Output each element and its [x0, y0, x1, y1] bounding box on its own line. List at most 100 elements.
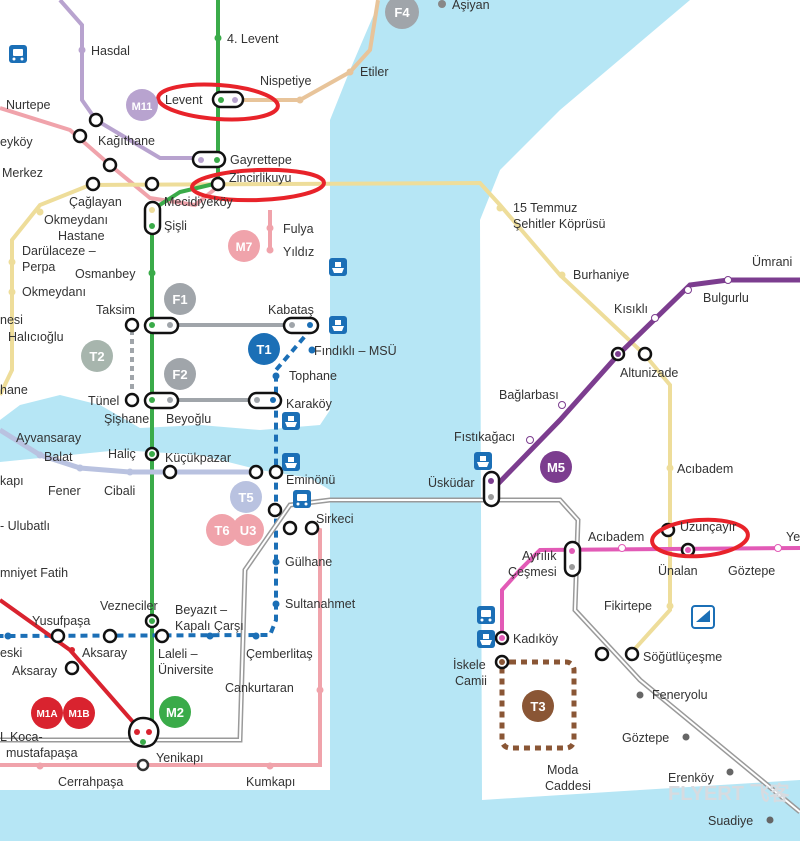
badge-t6: T6 [214, 523, 229, 538]
land-asia [480, 0, 800, 800]
badge-m11: M11 [132, 101, 153, 113]
line-marmaray-inner [0, 499, 800, 813]
label-halic: Haliç [108, 447, 136, 461]
label-merkez: Merkez [2, 166, 43, 180]
line-t1 [0, 326, 314, 638]
label-eski: eski [0, 646, 22, 660]
label-cankurtaran: Cankurtaran [225, 681, 294, 695]
label-okmeydani-hastane-2: Hastane [58, 229, 105, 243]
label-goztepe-m4: Göztepe [728, 564, 775, 578]
ferry-icon [282, 453, 300, 471]
bus-terminal-icon [477, 606, 495, 624]
label-beyazit-1: Beyazıt – [175, 603, 227, 617]
label-ulubatli: - Ulubatlı [0, 519, 50, 533]
label-umraniye: Ümrani [752, 255, 792, 269]
label-cemberlitas: Çemberlitaş [246, 647, 313, 661]
station-dots [4, 34, 782, 824]
location-pin-icon [438, 0, 446, 8]
label-aksaray: Aksaray [12, 664, 58, 678]
label-findikli: Fındıklı – MSÜ [314, 344, 397, 358]
interchange-stations [50, 90, 696, 748]
bus-terminal-icon [293, 490, 311, 508]
label-bulgurlu: Bulgurlu [703, 291, 749, 305]
label-kadikoy: Kadıköy [513, 632, 559, 646]
label-unalan: Ünalan [658, 564, 698, 578]
label-mecidiyekoy: Mecidiyeköy [164, 195, 234, 209]
label-caglayan: Çağlayan [69, 195, 122, 209]
label-nurtepe: Nurtepe [6, 98, 51, 112]
label-tunel: Tünel [88, 394, 119, 408]
label-ayvansaray: Ayvansaray [16, 431, 82, 445]
badge-t5: T5 [238, 490, 253, 505]
label-vezneciler: Vezneciler [100, 599, 158, 613]
badge-t3: T3 [530, 699, 545, 714]
label-iskele-1: İskele [453, 658, 486, 672]
label-sultanahmet: Sultanahmet [285, 597, 356, 611]
label-kisikli: Kısıklı [614, 302, 648, 316]
label-eykoy: eyköy [0, 135, 33, 149]
label-nesi: nesi [0, 313, 23, 327]
badge-m1b: M1B [68, 709, 89, 720]
line-m11 [58, 0, 218, 160]
label-gayrettepe: Gayrettepe [230, 153, 292, 167]
line-m4 [500, 546, 800, 640]
label-4-levent: 4. Levent [227, 32, 279, 46]
label-zincirlikuyu: Zincirlikuyu [229, 171, 292, 185]
label-sirkeci: Sirkeci [316, 512, 354, 526]
label-acibadem-m5: Acıbadem [677, 462, 733, 476]
label-koca-2: mustafapaşa [6, 746, 78, 760]
badge-m7: M7 [236, 240, 253, 254]
label-sogutlucesme: Söğütlüçeşme [643, 650, 722, 664]
badge-m5: M5 [547, 460, 565, 475]
label-burhaniye: Burhaniye [573, 268, 629, 282]
label-hane: hane [0, 383, 28, 397]
label-kumkapi: Kumkapı [246, 775, 295, 789]
badge-f4: F4 [394, 5, 410, 20]
ferry-icon [329, 316, 347, 334]
label-nispetiye: Nispetiye [260, 74, 311, 88]
bus-terminal-icon [9, 45, 27, 63]
label-baglarbasi: Bağlarbası [499, 388, 559, 402]
label-yildiz: Yıldız [283, 245, 314, 259]
label-kabatas: Kabataş [268, 303, 314, 317]
label-yenikapi: Yenikapı [156, 751, 204, 765]
label-fistikagaci: Fıstıkağacı [454, 430, 515, 444]
label-aksaray-t1: Aksaray [82, 646, 128, 660]
label-sisli: Şişli [164, 219, 187, 233]
label-kagithane: Kağıthane [98, 134, 155, 148]
label-15-temmuz-1: 15 Temmuz [513, 201, 577, 215]
label-etiler: Etiler [360, 65, 388, 79]
label-asiyan: Aşiyan [452, 0, 490, 12]
badge-t1: T1 [256, 342, 271, 357]
label-kucukpazar: Küçükpazar [165, 451, 231, 465]
label-moda-2: Caddesi [545, 779, 591, 793]
label-levent: Levent [165, 93, 203, 107]
label-cibali: Cibali [104, 484, 135, 498]
label-fikirtepe: Fikirtepe [604, 599, 652, 613]
label-beyoglu: Beyoğlu [166, 412, 211, 426]
label-ye: Ye [786, 530, 800, 544]
label-okmeydani-hastane-1: Okmeydanı [44, 213, 108, 227]
label-laleli-2: Üniversite [158, 663, 214, 677]
label-uzuncayir: Uzunçayır [680, 520, 736, 534]
label-beyazit-2: Kapalı Çarşı [175, 619, 244, 633]
ferry-icon [477, 630, 495, 648]
label-eminonu: Eminönü [286, 473, 335, 487]
highway-icon [691, 605, 715, 629]
highlight-uzuncayir [650, 517, 750, 559]
label-koca-1: L Koca- [0, 730, 43, 744]
label-kapi: kapı [0, 474, 24, 488]
label-goztepe: Göztepe [622, 731, 669, 745]
label-tophane: Tophane [289, 369, 337, 383]
badge-f1: F1 [172, 292, 187, 307]
label-balat: Balat [44, 450, 73, 464]
label-sishane: Şişhane [104, 412, 149, 426]
label-ayrilik-2: Çeşmesi [508, 565, 557, 579]
label-acibadem: Acıbadem [588, 530, 644, 544]
label-halicioglu: Halıcıoğlu [8, 330, 64, 344]
line-t3 [499, 659, 577, 751]
label-erenkoy: Erenköy [668, 771, 715, 785]
label-fulya: Fulya [283, 222, 314, 236]
